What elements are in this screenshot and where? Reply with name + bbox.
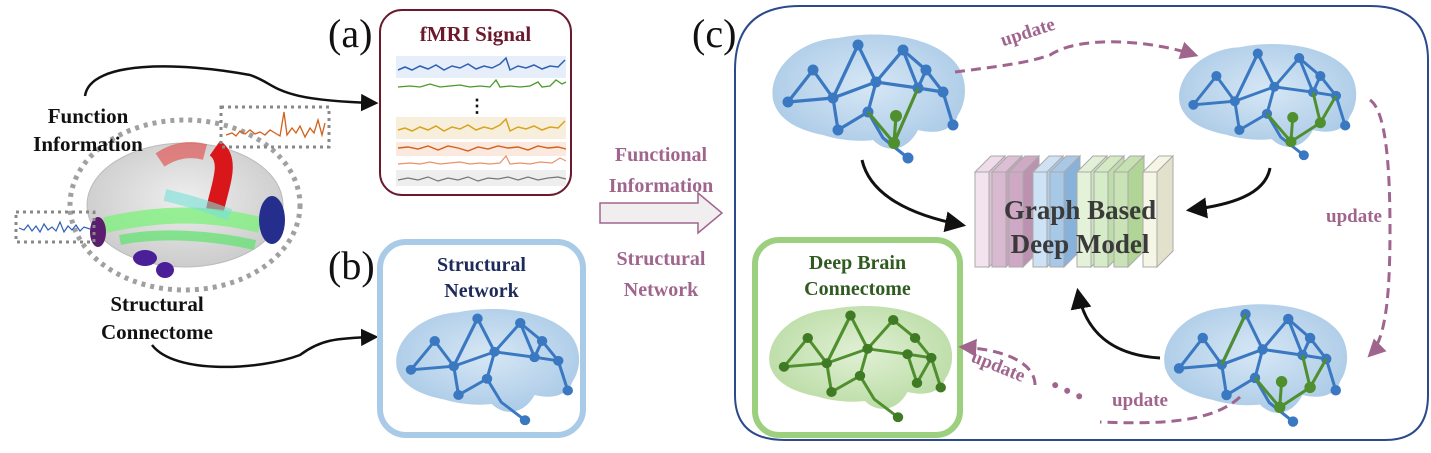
function-information-label: Function Information xyxy=(28,102,148,159)
structural-connectome-label: Structural Connectome xyxy=(92,290,222,347)
functional-information-label: Functional Information xyxy=(596,140,726,202)
label-line: Functional xyxy=(614,144,708,166)
graph-brain-step-2 xyxy=(1179,44,1357,161)
fmri-signals: ⋮ xyxy=(396,56,567,186)
panel-a-tag: (a) xyxy=(328,11,373,56)
title-line: Deep Brain xyxy=(808,252,907,274)
label-line: Information xyxy=(33,132,143,157)
label-line: Network xyxy=(623,279,699,301)
structural-network-label: Structural Network xyxy=(596,244,726,306)
title-line: Deep Model xyxy=(1010,228,1150,259)
label-line: Connectome xyxy=(101,320,213,345)
layer xyxy=(1048,154,1082,269)
function-arrow xyxy=(83,65,379,112)
update-label-bottom: update xyxy=(1112,390,1168,411)
brain-render xyxy=(67,117,303,293)
deep-model-panel-box xyxy=(734,5,1429,441)
fmri-signal-title: fMRI Signal xyxy=(419,22,532,46)
title-line: Network xyxy=(444,280,519,302)
title-line: Structural xyxy=(437,254,526,276)
update-label-right: update xyxy=(1326,206,1382,227)
graph-brain-step-1 xyxy=(772,34,965,164)
orange-signal-box xyxy=(219,105,331,149)
graph-brain-step-n xyxy=(1164,304,1348,427)
label-line: Structural xyxy=(616,248,706,270)
title-line: Graph Based xyxy=(1003,195,1157,225)
update-arrow-left xyxy=(958,338,1037,386)
deep-brain-connectome-title: Deep Brain Connectome xyxy=(755,250,960,302)
title-line: Connectome xyxy=(804,278,911,300)
update-arrow-top xyxy=(954,40,1199,74)
label-line: Structural xyxy=(110,292,204,316)
layer xyxy=(1112,154,1146,269)
label-line: Function xyxy=(47,104,129,128)
graph-model-title: Graph Based Deep Model xyxy=(960,194,1200,262)
label-line: Information xyxy=(608,175,714,197)
deep-model-layers xyxy=(973,154,1175,269)
input-arrow-left xyxy=(860,159,967,233)
deep-brain-connectome-brain xyxy=(769,306,953,423)
panel-c-tag: (c) xyxy=(692,11,737,56)
input-arrow-right xyxy=(1185,167,1272,219)
structure-arrow xyxy=(151,328,379,369)
vertical-ellipsis: ⋮ xyxy=(468,96,486,116)
panel-b-tag: (b) xyxy=(328,243,375,288)
blue-signal-box xyxy=(14,210,96,244)
blue-signal xyxy=(18,220,91,234)
update-arrow-right xyxy=(1367,98,1392,358)
orange-signal xyxy=(225,111,326,139)
layer xyxy=(1141,154,1175,269)
input-arrow-bottom xyxy=(1070,287,1161,360)
transfer-arrow xyxy=(599,191,724,235)
structural-network-title: Structural Network xyxy=(380,252,583,304)
